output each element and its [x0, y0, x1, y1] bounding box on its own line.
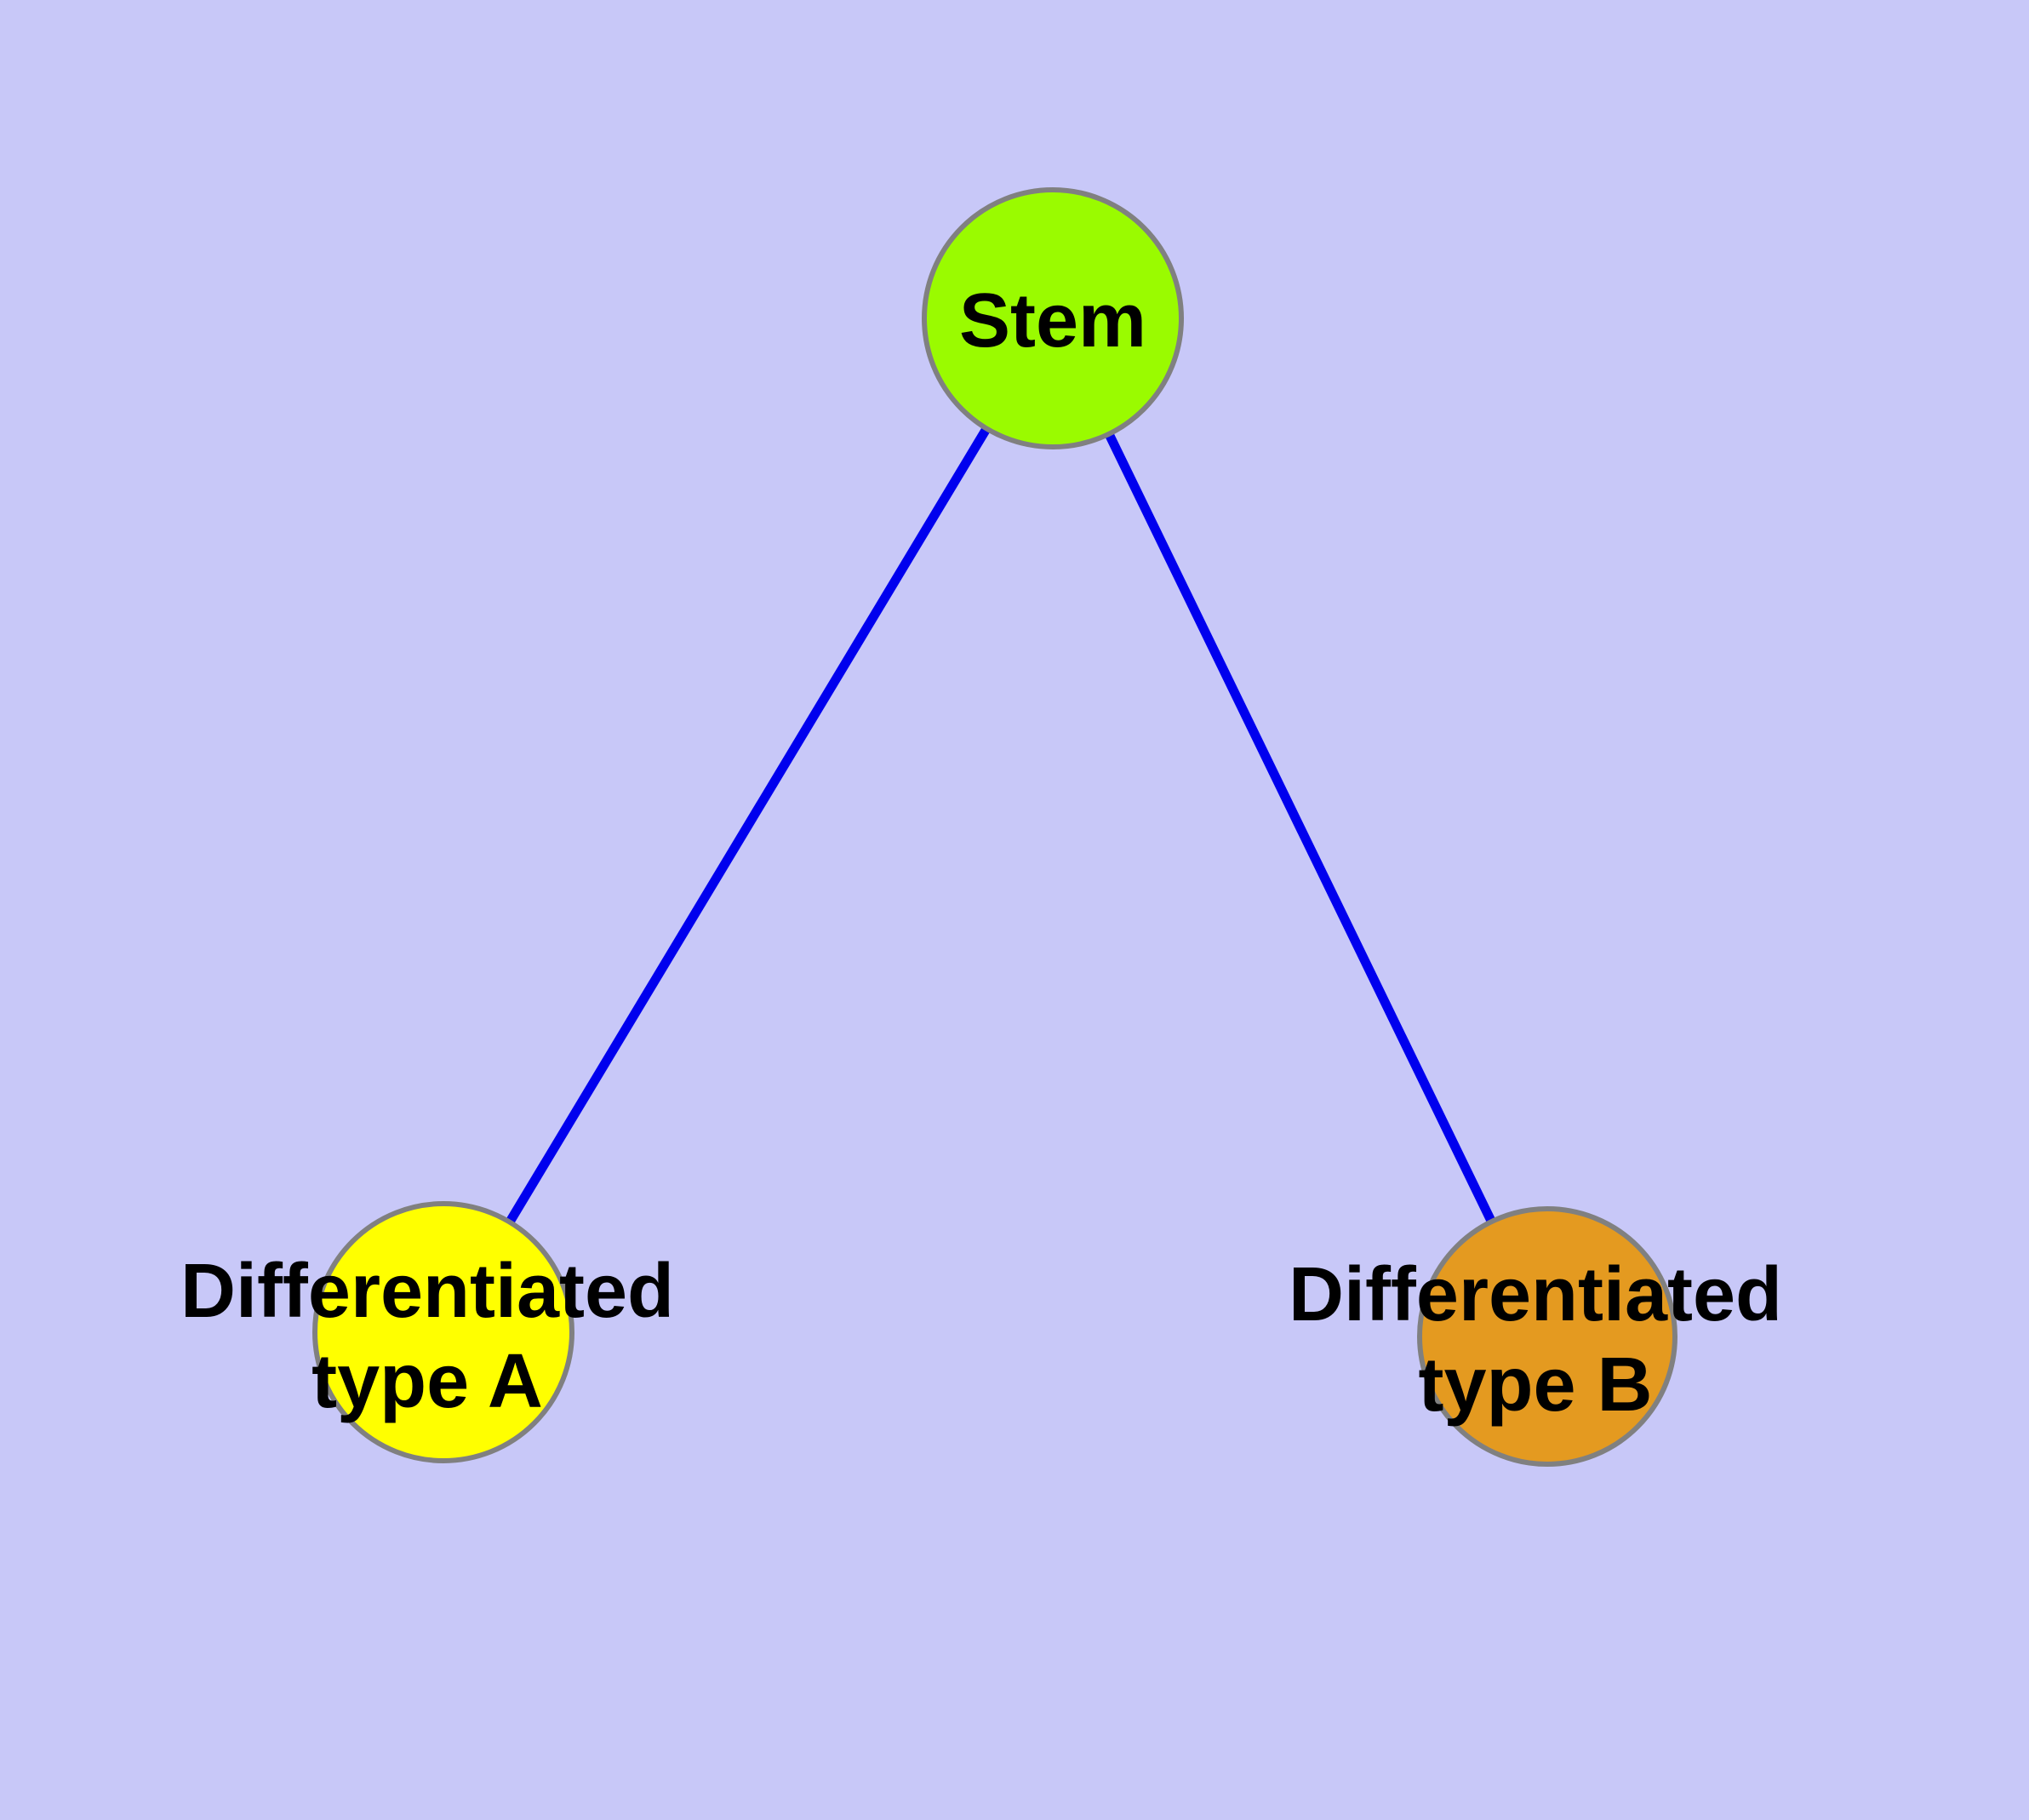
node-type-b-label-line1: Differentiated: [1289, 1252, 1782, 1337]
node-type-a-label-line2: type A: [311, 1339, 543, 1424]
node-differentiated-type-b: [1417, 1206, 1677, 1467]
node-stem: [922, 187, 1184, 449]
edge-stem-to-type-b: [1049, 316, 1552, 1339]
edge-stem-to-type-a: [439, 316, 1057, 1335]
node-differentiated-type-a: [312, 1201, 574, 1463]
node-type-a-label-line1: Differentiated: [180, 1249, 674, 1334]
node-stem-label: Stem: [959, 278, 1146, 363]
node-type-b-label-line2: type B: [1418, 1342, 1652, 1428]
